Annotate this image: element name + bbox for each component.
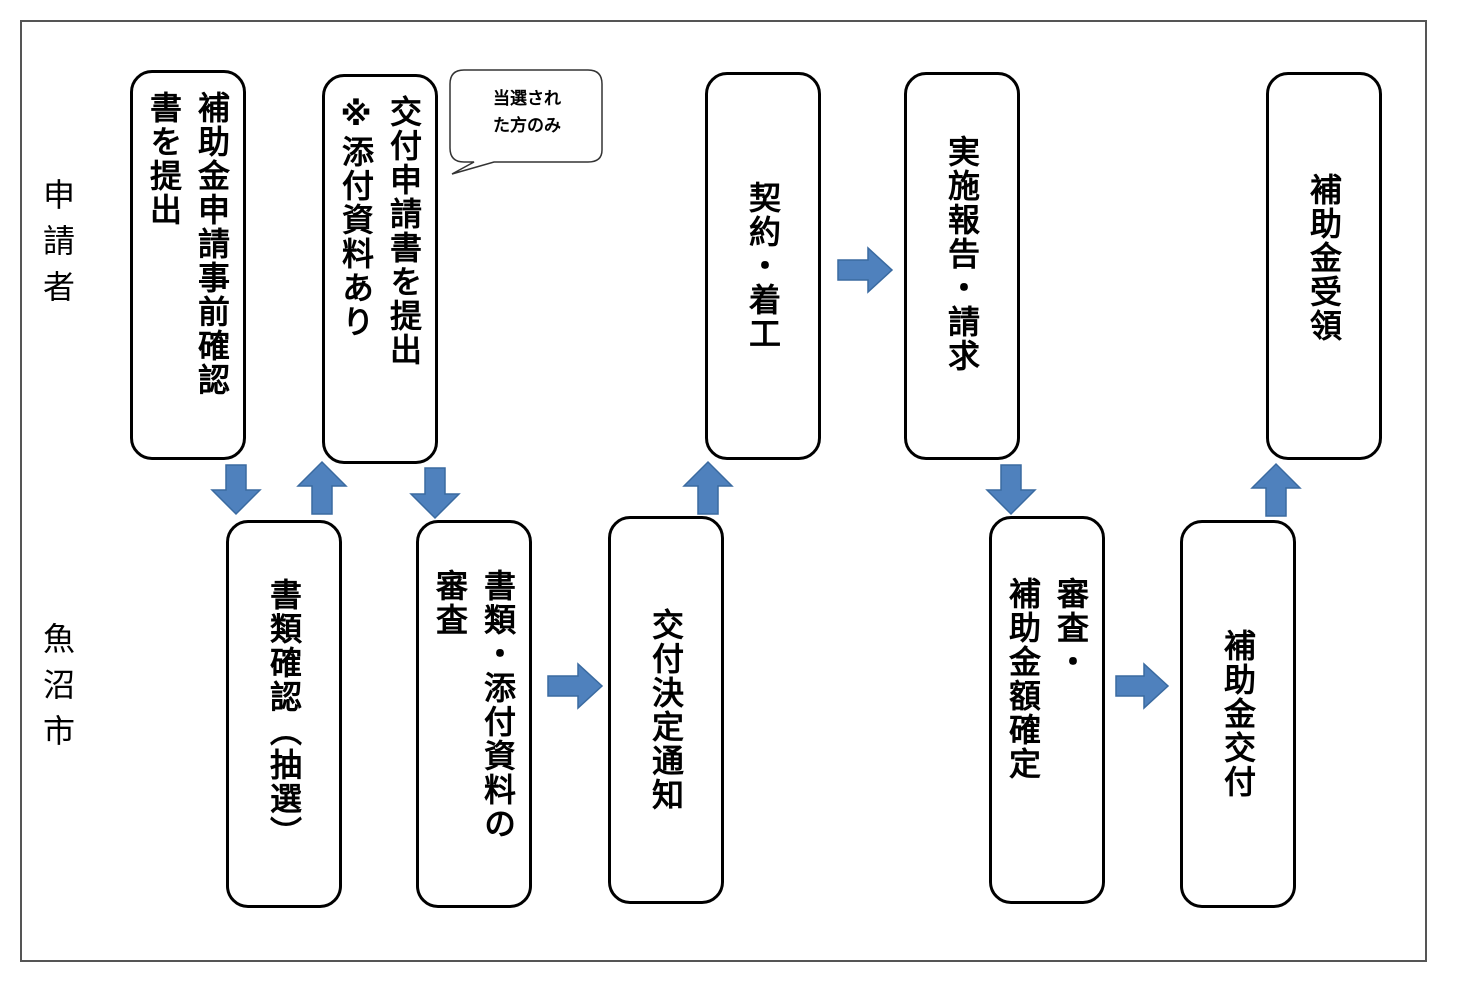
box-grant-payment: 補助金交付: [1180, 520, 1296, 908]
box-receive: 補助金受領: [1266, 72, 1382, 460]
arrow-right-1: [547, 662, 604, 710]
box-contract-label: 契約・着工: [744, 181, 782, 351]
arrow-right-2: [837, 246, 894, 294]
box-receive-label: 補助金受領: [1305, 173, 1343, 343]
box-decision-notice-label: 交付決定通知: [647, 608, 685, 812]
box-pre-confirm: 補助金申請事前確認 書を提出: [130, 70, 246, 460]
arrow-down-1: [210, 464, 262, 516]
box-decision-notice: 交付決定通知: [608, 516, 724, 904]
box-pre-confirm-label: 補助金申請事前確認 書を提出: [145, 91, 231, 397]
arrow-right-3: [1115, 662, 1170, 710]
box-contract: 契約・着工: [705, 72, 821, 460]
arrow-up-3: [1250, 462, 1302, 517]
lane-label-city: 魚沼市: [38, 622, 76, 760]
box-grant-payment-label: 補助金交付: [1219, 629, 1257, 799]
box-doc-review: 書類・添付資料の 審査: [416, 520, 532, 908]
lane-label-applicant: 申請者: [38, 178, 76, 316]
box-doc-check-label: 書類確認（抽選）: [265, 578, 303, 850]
arrow-up-2: [682, 460, 734, 515]
arrow-up-1: [296, 460, 348, 515]
arrow-down-2: [409, 467, 461, 520]
box-grant-application: 交付申請書を提出 ※添付資料あり: [322, 74, 438, 464]
box-report: 実施報告・請求: [904, 72, 1020, 460]
box-report-label: 実施報告・請求: [943, 135, 981, 373]
callout-bubble: [449, 69, 603, 175]
arrow-down-3: [985, 464, 1037, 516]
callout-text: 当選され た方のみ: [493, 89, 561, 136]
box-amount-confirm: 審査・ 補助金額確定: [989, 516, 1105, 904]
box-grant-application-label: 交付申請書を提出 ※添付資料あり: [337, 95, 423, 367]
box-amount-confirm-label: 審査・ 補助金額確定: [1004, 577, 1090, 781]
box-doc-check: 書類確認（抽選）: [226, 520, 342, 908]
box-doc-review-label: 書類・添付資料の 審査: [431, 569, 517, 841]
